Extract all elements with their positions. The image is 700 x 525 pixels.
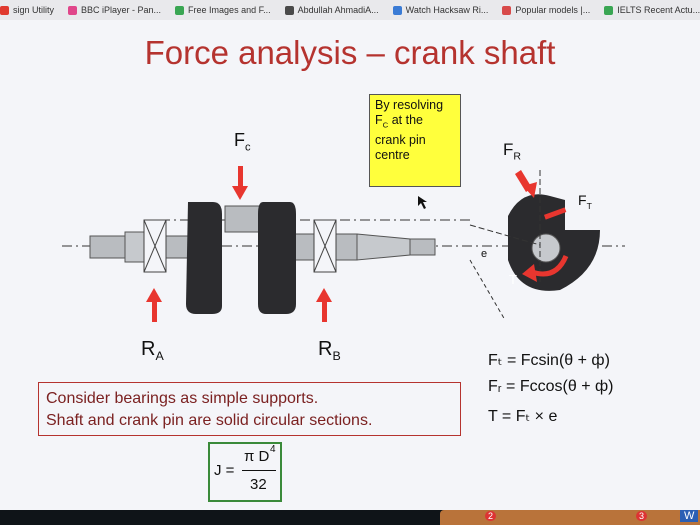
cursor-icon	[418, 196, 427, 209]
bookmark-item[interactable]: sign Utility	[0, 5, 54, 15]
globe-icon	[392, 5, 402, 15]
bookmark-label: BBC iPlayer - Pan...	[81, 5, 162, 15]
reaction-arrow-rb	[316, 288, 332, 322]
bookmark-label: Watch Hacksaw Ri...	[405, 5, 489, 15]
bookmark-label: Popular models |...	[515, 5, 591, 15]
dock: 2 3 W	[440, 510, 700, 525]
book-icon	[604, 5, 614, 15]
leaf-icon	[175, 5, 185, 15]
bookmark-label: IELTS Recent Actu...	[617, 5, 700, 15]
crank-web-left	[186, 202, 222, 314]
bookmarks-bar: sign Utility BBC iPlayer - Pan... Free Ima…	[0, 0, 700, 21]
crankshaft-diagram	[62, 166, 625, 322]
star-icon	[502, 5, 512, 15]
label-fr: FR	[503, 140, 521, 163]
bookmark-label: sign Utility	[13, 5, 55, 15]
bookmark-item[interactable]: BBC iPlayer - Pan...	[68, 5, 161, 15]
assumption-note: Consider bearings as simple supports. Sh…	[38, 382, 461, 436]
play-icon	[68, 5, 78, 15]
force-arrow-fr	[515, 170, 537, 198]
equation-fr: Fᵣ = Fᴄcos(θ + ф)	[488, 378, 614, 395]
callout-box: By resolving FC at the crank pin centre	[369, 94, 461, 187]
presentation-slide: Force analysis – crank shaft	[0, 20, 700, 510]
reaction-arrow-ra	[146, 288, 162, 322]
label-rb: RB	[318, 338, 341, 363]
label-torque: T	[509, 272, 517, 287]
label-fc: Fc	[234, 130, 251, 154]
polar-moment-formula: J = π D 4 32	[208, 442, 282, 502]
shaft-end	[409, 238, 436, 256]
bookmark-item[interactable]: Watch Hacksaw Ri...	[392, 5, 489, 15]
dock-app-word[interactable]: W	[680, 510, 699, 522]
crank-journal	[531, 233, 561, 263]
bookmark-item[interactable]: Free Images and F...	[175, 5, 271, 15]
dock-badge: 2	[485, 511, 497, 521]
torque-arrow	[531, 254, 569, 277]
force-arrow-fc	[232, 166, 248, 200]
slide-title: Force analysis – crank shaft	[144, 34, 556, 71]
equation-ft: Fₜ = Fᴄsin(θ + ф)	[488, 352, 610, 369]
label-eccentricity: e	[481, 248, 488, 260]
bookmark-item[interactable]: Abdullah AhmadiA...	[284, 5, 379, 15]
shaft-taper	[356, 233, 411, 261]
bookmark-icon	[0, 5, 9, 15]
bookmark-label: Abdullah AhmadiA...	[297, 5, 379, 15]
force-arrow-ft	[543, 207, 567, 220]
dock-badge: 3	[636, 511, 648, 521]
label-ra: RA	[141, 338, 164, 363]
equation-torque: T = Fₜ × e	[488, 408, 558, 425]
crank-web-right	[258, 202, 296, 314]
page-icon	[284, 5, 294, 15]
label-ft: FT	[578, 192, 592, 211]
bookmark-label: Free Images and F...	[188, 5, 271, 15]
bookmark-item[interactable]: Popular models |...	[502, 5, 590, 15]
bookmark-item[interactable]: IELTS Recent Actu...	[604, 5, 700, 15]
